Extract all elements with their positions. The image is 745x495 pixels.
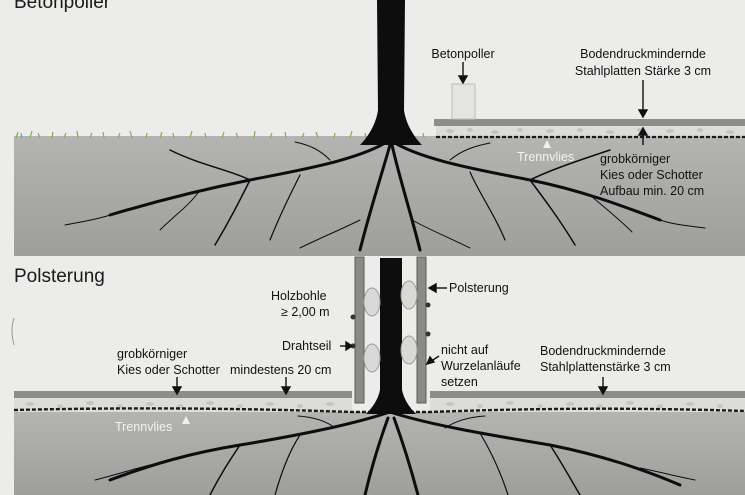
trennvlies-markers (182, 140, 551, 424)
gravel-stones-2 (26, 401, 723, 408)
label-nicht-line2: Wurzelanläufe (441, 359, 521, 373)
label-mindestens: mindestens 20 cm (230, 363, 332, 377)
grass (15, 130, 425, 139)
section-heading-polsterung: Polsterung (14, 266, 105, 287)
trennvlies-line-2 (13, 407, 745, 414)
label-nicht-line1: nicht auf (441, 343, 489, 357)
soil-section-2 (14, 412, 745, 495)
section-heading-betonpoller: Betonpoller (14, 0, 111, 13)
steel-plate-2-right (430, 391, 745, 398)
label-kies-1-line3: Aufbau min. 20 cm (600, 184, 705, 198)
label-trennvlies-2: Trennvlies (115, 420, 173, 434)
gravel-layer-1 (436, 126, 745, 136)
label-drahtseil: Drahtseil (282, 339, 332, 353)
wooden-plank-right (416, 256, 427, 404)
concrete-bollard (451, 83, 476, 120)
label-holzbohle-line1: Holzbohle (271, 289, 327, 303)
label-nicht-line3: setzen (441, 375, 478, 389)
label-kies-2-line2: Kies oder Schotter (117, 363, 220, 377)
gravel-stones-1 (446, 128, 734, 134)
label-polsterung: Polsterung (449, 281, 509, 295)
left-edge-arc (11, 317, 15, 346)
wooden-plank-left (354, 256, 365, 404)
label-stahlplatten-line1: Bodendruckmindernde (580, 47, 706, 61)
label-stahlplatten-2-line2: Stahlplattenstärke 3 cm (540, 360, 671, 374)
padding-cushions (363, 280, 418, 373)
roots-section-2 (94, 410, 696, 495)
roots-section-1 (64, 138, 706, 252)
label-trennvlies-1: Trennvlies (517, 150, 575, 164)
tree-trunk-1 (360, 0, 422, 145)
label-holzbohle-line2: ≥ 2,00 m (281, 305, 330, 319)
label-kies-2-line1: grobkörniger (117, 347, 188, 361)
label-kies-1-line2: Kies oder Schotter (600, 168, 703, 182)
steel-plate-2-left (14, 391, 352, 398)
soil-section-1 (14, 136, 745, 256)
tree-trunk-2 (366, 258, 416, 414)
steel-plate-1 (434, 119, 745, 126)
annotation-arrows (171, 62, 649, 396)
label-kies-1-line1: grobkörniger (600, 152, 671, 166)
label-stahlplatten-line2: Stahlplatten Stärke 3 cm (574, 64, 712, 78)
label-betonpoller: Betonpoller (431, 47, 495, 61)
label-stahlplatten-2-line1: Bodendruckmindernde (540, 344, 666, 358)
